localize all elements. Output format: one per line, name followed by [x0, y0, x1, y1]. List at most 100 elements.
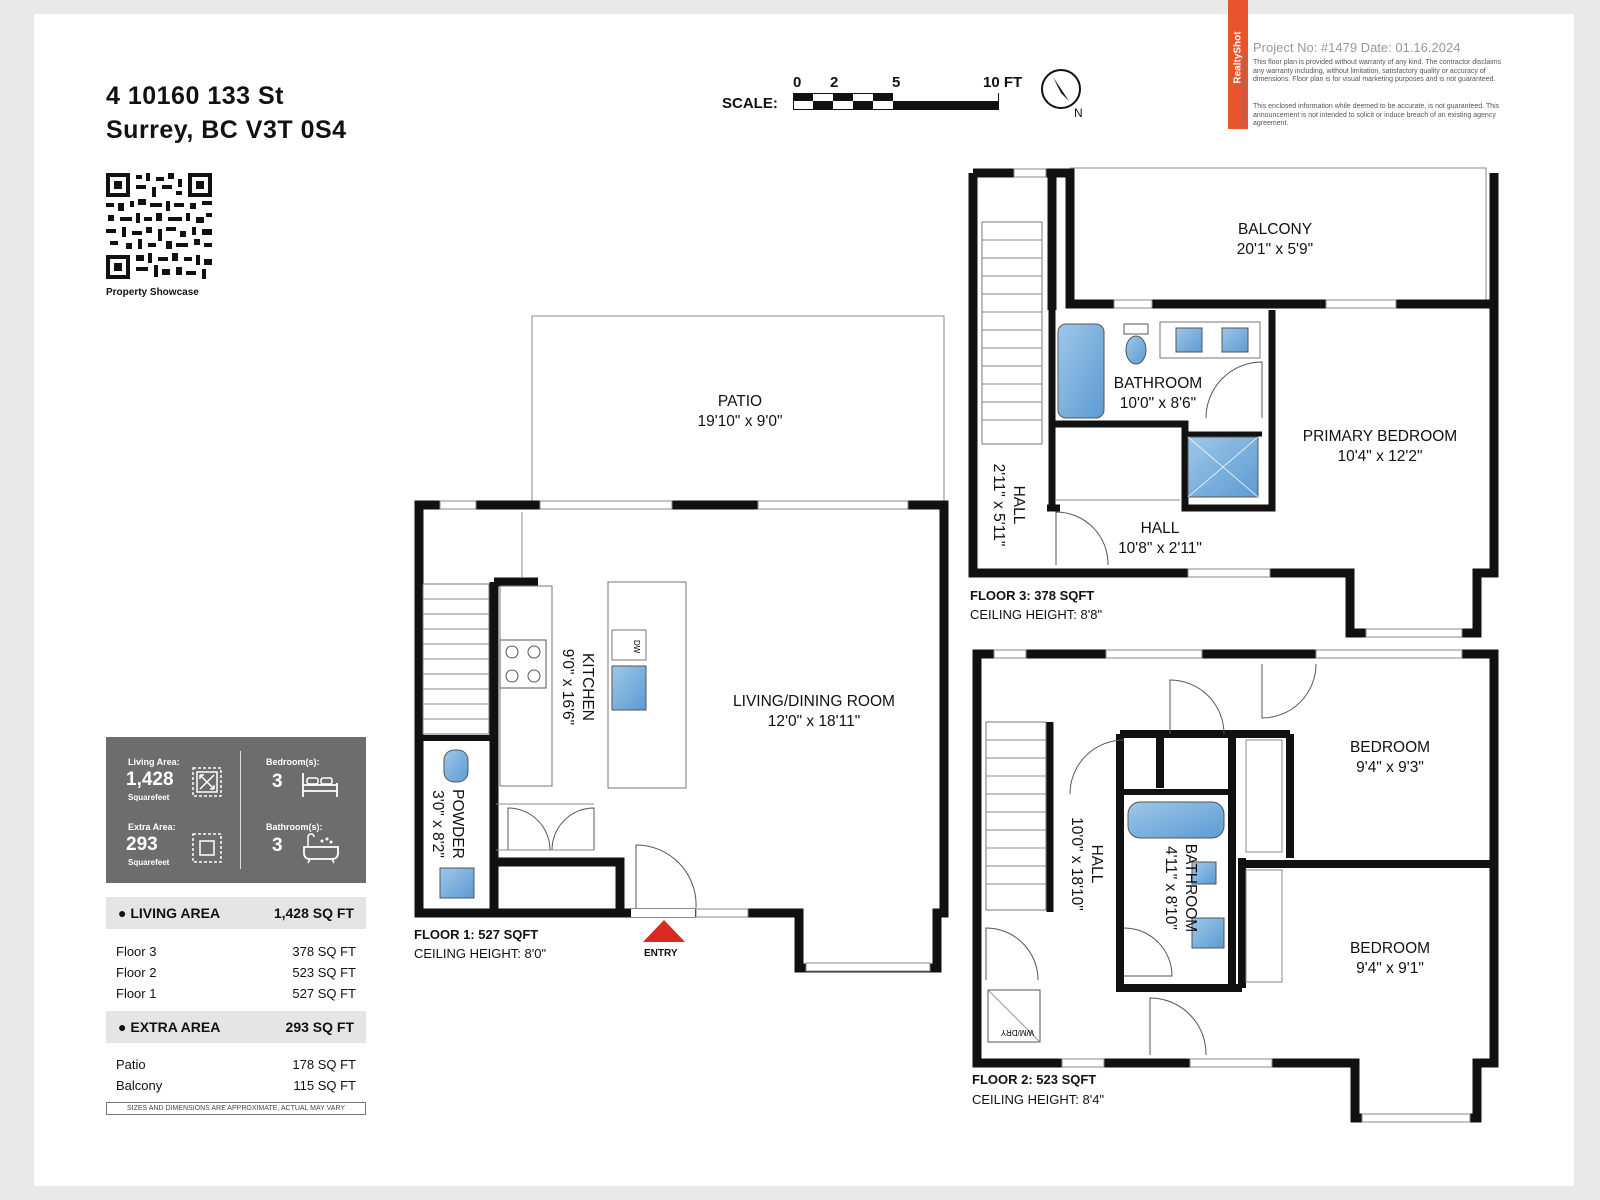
bathrooms-value: 3: [272, 835, 283, 856]
floor3-plan: [968, 167, 1499, 638]
extra-area-value: 293: [126, 834, 158, 855]
area-row-name: Patio: [116, 1057, 146, 1072]
scale-bar: [793, 93, 999, 110]
floor1-label: FLOOR 1: 527 SQFT: [414, 927, 539, 942]
scale-tick: 5: [892, 74, 901, 91]
room-name: KITCHEN: [579, 652, 596, 722]
room-name: BALCONY: [1237, 221, 1313, 238]
living-area-total: 1,428 SQ FT: [273, 905, 354, 921]
area-row-name: Floor 3: [116, 944, 157, 959]
room-dimension: 10'0" x 18'10": [1068, 817, 1085, 911]
extra-area-total: 293 SQ FT: [285, 1019, 354, 1035]
room-dimension: 3'0" x 8'2": [429, 790, 446, 858]
address-line2: Surrey, BC V3T 0S4: [106, 116, 347, 144]
bathrooms-label: Bathroom(s):: [266, 822, 323, 832]
stats-divider: [240, 751, 241, 869]
floor2-label: FLOOR 2: 523 SQFT: [972, 1072, 1097, 1087]
room-name: BATHROOM: [1113, 375, 1203, 392]
area-row-name: Balcony: [116, 1078, 163, 1093]
room-dimension: 10'8" x 2'11": [1118, 540, 1202, 557]
bathtub-icon: [303, 833, 339, 864]
room-name: HALL: [1010, 485, 1027, 525]
floor-plan-sheet: [34, 14, 1574, 1186]
north-label: N: [1074, 106, 1083, 120]
entry-arrow-icon: [643, 920, 685, 942]
room-dimension: 9'0" x 16'6": [559, 648, 576, 726]
patio-label: PATIO 19'10" x 9'0": [674, 392, 806, 432]
floor1-plan: DW: [414, 315, 949, 973]
scale-label: SCALE:: [722, 95, 778, 112]
primary-bedroom-label: PRIMARY BEDROOM 10'4" x 12'2": [1290, 427, 1470, 467]
balcony-label: BALCONY 20'1" x 5'9": [1210, 220, 1340, 260]
area-row-value: 378 SQ FT: [292, 944, 356, 959]
area-row-value: 115 SQ FT: [293, 1078, 356, 1093]
area-row-value: 178 SQ FT: [292, 1057, 356, 1072]
living-area-unit: Squarefeet: [128, 793, 170, 802]
expand-area-icon: [192, 767, 222, 797]
bedroom1-label: BEDROOM 9'4" x 9'3": [1330, 738, 1450, 778]
living-dining-label: LIVING/DINING ROOM 12'0" x 18'11": [704, 692, 924, 732]
room-dimension: 20'1" x 5'9": [1236, 241, 1314, 258]
room-name: PRIMARY BEDROOM: [1302, 428, 1458, 445]
extra-area-label: Extra Area:: [128, 822, 176, 832]
floor3-bathroom-label: BATHROOM 10'0" x 8'6": [1098, 374, 1218, 414]
disclaimer: SIZES AND DIMENSIONS ARE APPROXIMATE, AC…: [106, 1102, 366, 1115]
warranty-note: This floor plan is provided without warr…: [1253, 59, 1502, 83]
extra-area-unit: Squarefeet: [128, 858, 170, 867]
room-dimension: 4'11" x 8'10": [1162, 846, 1179, 930]
area-row-value: 527 SQ FT: [292, 986, 356, 1001]
room-dimension: 10'4" x 12'2": [1337, 448, 1423, 465]
extra-area-header: ● EXTRA AREA 293 SQ FT: [106, 1011, 366, 1043]
area-row-value: 523 SQ FT: [292, 965, 356, 980]
qr-caption: Property Showcase: [106, 287, 199, 298]
room-dimension: 9'4" x 9'1": [1356, 960, 1424, 977]
floor2-plan: WM/DRY: [972, 649, 1499, 1123]
floor3-hall-label: HALL 10'8" x 2'11": [1100, 519, 1220, 559]
room-dimension: 10'0" x 8'6": [1119, 395, 1197, 412]
floor1-ceiling: CEILING HEIGHT: 8'0": [414, 946, 547, 961]
room-name: LIVING/DINING ROOM: [733, 693, 895, 710]
room-name: BEDROOM: [1349, 739, 1431, 756]
area-row-name: Floor 2: [116, 965, 157, 980]
bed-icon: [302, 773, 338, 797]
room-name: PATIO: [717, 393, 763, 410]
agency-note: This enclosed information while deemed t…: [1253, 103, 1500, 127]
bedroom2-label: BEDROOM 9'4" x 9'1": [1330, 939, 1450, 979]
living-area-title: LIVING AREA: [130, 905, 221, 921]
scale-tick: 2: [830, 74, 839, 91]
room-dimension: 2'11" x 5'11": [990, 463, 1007, 547]
room-dimension: 9'4" x 9'3": [1356, 759, 1424, 776]
address-line1: 4 10160 133 St: [106, 82, 284, 110]
entry-label: ENTRY: [644, 948, 678, 959]
north-arrow-icon: [1041, 69, 1081, 109]
stats-panel: Living Area: 1,428 Squarefeet Bedroom(s)…: [106, 737, 366, 883]
project-info: Project No: #1479 Date: 01.16.2024: [1253, 40, 1461, 55]
compress-area-icon: [192, 833, 222, 863]
realtyshot-band: RealtyShot: [1228, 0, 1248, 129]
bedrooms-label: Bedroom(s):: [266, 757, 320, 767]
room-name: HALL: [1140, 520, 1180, 537]
room-dimension: 12'0" x 18'11": [767, 713, 861, 730]
bedrooms-value: 3: [272, 771, 283, 792]
area-row-name: Floor 1: [116, 986, 157, 1001]
scale-tick: 0: [793, 74, 802, 91]
room-name: BEDROOM: [1349, 940, 1431, 957]
living-area-header: ● LIVING AREA 1,428 SQ FT: [106, 897, 366, 929]
floor3-label: FLOOR 3: 378 SQFT: [970, 588, 1095, 603]
room-name: BATHROOM: [1182, 843, 1199, 933]
qr-code[interactable]: [106, 173, 212, 279]
room-name: POWDER: [449, 789, 466, 859]
floor3-ceiling: CEILING HEIGHT: 8'8": [970, 607, 1103, 622]
room-dimension: 19'10" x 9'0": [697, 413, 783, 430]
room-name: HALL: [1088, 844, 1105, 884]
extra-area-title-wrap: ● EXTRA AREA: [118, 1019, 221, 1035]
living-area-label: Living Area:: [128, 757, 180, 767]
dishwasher-label: DW: [632, 640, 641, 654]
living-area-title-wrap: ● LIVING AREA: [118, 905, 221, 921]
